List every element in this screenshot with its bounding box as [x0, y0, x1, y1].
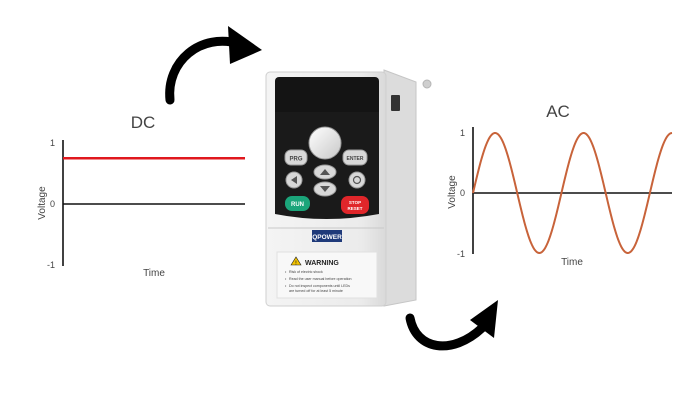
dc-ylabel: Voltage: [37, 186, 48, 220]
ac-xlabel: Time: [561, 257, 583, 268]
dc-xlabel: Time: [143, 268, 165, 279]
side-screw: [422, 79, 432, 89]
brand-logo: QPOWER: [312, 234, 342, 241]
multifunction-icon: [352, 175, 362, 185]
side-vent: [391, 95, 400, 111]
warning-exclamation-icon: !: [295, 261, 297, 267]
run-key[interactable]: [285, 196, 310, 211]
reset-key-label: RESET: [347, 206, 362, 211]
stop-key-label: STOP: [349, 200, 361, 205]
warning-line-3: Do not inspect components until LEDs: [289, 284, 350, 288]
multifunction-key[interactable]: [348, 171, 366, 189]
dc-tick-0: 0: [50, 199, 55, 209]
warning-line-2: Read the user manual before operation: [289, 277, 352, 281]
top-curved-arrow-icon: [165, 26, 262, 105]
control-knob[interactable]: [308, 126, 342, 160]
warning-line-4: are turned off for at least 5 minute: [289, 289, 343, 293]
up-arrow-icon: [320, 169, 330, 175]
stop-reset-key[interactable]: [341, 196, 369, 214]
dc-tick-1: 1: [50, 138, 55, 148]
warning-triangle-icon: [290, 256, 302, 266]
ac-tick-neg1: -1: [457, 249, 465, 259]
inverter-device: ALM FWD REV Hz A V PRG ENTER RUN STOP: [265, 69, 432, 307]
down-arrow-icon: [320, 186, 330, 192]
left-arrow-icon: [291, 176, 297, 184]
prg-key[interactable]: [284, 149, 308, 166]
dc-title: DC: [131, 113, 156, 132]
warning-title: WARNING: [305, 260, 339, 267]
bottom-curved-arrow-icon: [405, 300, 498, 351]
svg-text:•: •: [285, 277, 287, 281]
ac-title: AC: [546, 102, 570, 121]
inverter-display: [275, 77, 379, 117]
svg-text:•: •: [285, 270, 287, 274]
warning-lines: • Risk of electric shock • Read the user…: [285, 270, 352, 293]
run-key-label: RUN: [291, 202, 304, 208]
warning-line-1: Risk of electric shock: [289, 270, 323, 274]
svg-text:•: •: [285, 284, 287, 288]
ac-tick-0: 0: [460, 188, 465, 198]
ac-ylabel: Voltage: [447, 175, 458, 209]
warning-label: [276, 251, 378, 299]
ac-tick-1: 1: [460, 128, 465, 138]
enter-key[interactable]: [342, 149, 368, 166]
dc-tick-neg1: -1: [47, 260, 55, 270]
enter-key-label: ENTER: [347, 156, 364, 162]
ac-chart: AC 1 0 -1 Voltage Time: [447, 102, 673, 268]
dc-chart: DC 1 0 -1 Voltage Time: [37, 113, 245, 279]
brand-badge: [312, 230, 342, 242]
ac-sine-wave: [472, 132, 673, 255]
prg-key-label: PRG: [289, 157, 302, 163]
